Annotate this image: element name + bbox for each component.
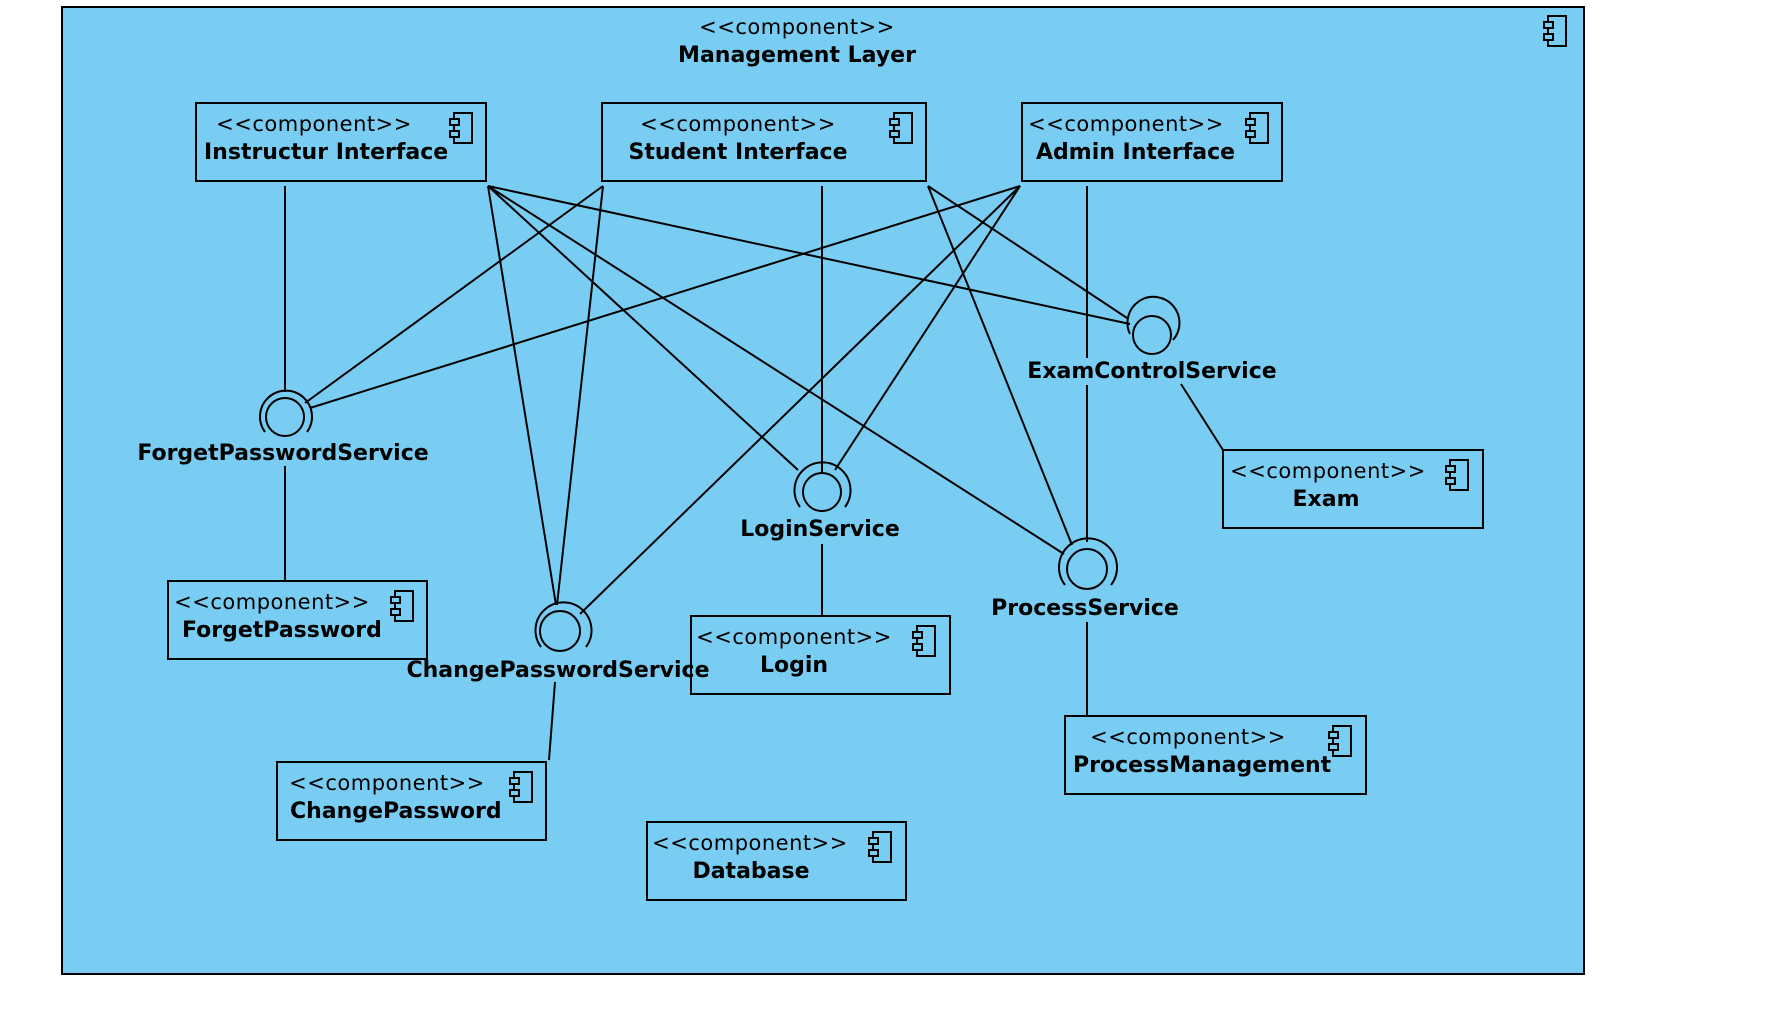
interface-student[interactable]: <<component>> Student Interface [601, 102, 927, 182]
socket-icon [534, 601, 593, 648]
component-icon [1543, 15, 1567, 47]
component-stereotype: <<component>> [640, 112, 836, 136]
component-box [1021, 102, 1283, 182]
connector-student-forgetpassword [304, 185, 604, 404]
component-login[interactable]: <<component>> Login [690, 615, 951, 695]
component-stereotype: <<component>> [289, 771, 485, 795]
lollipop-interface-icon [802, 472, 842, 512]
component-stereotype: <<component>> [216, 112, 412, 136]
component-icon [390, 590, 414, 622]
lollipop-interface-icon [539, 610, 581, 652]
interface-forget-password-service[interactable]: ForgetPasswordService [137, 389, 429, 466]
component-process-management[interactable]: <<component>> ProcessManagement [1064, 715, 1367, 795]
socket-icon [1126, 295, 1181, 341]
lollipop-interface-icon [1066, 548, 1108, 590]
connector-instructor-examcontrol [487, 185, 1131, 325]
connector-student-process [927, 185, 1073, 546]
socket-icon [259, 389, 313, 433]
socket-icon [793, 461, 852, 508]
component-icon [1328, 725, 1352, 757]
component-stereotype: <<component>> [652, 831, 848, 855]
interface-instructor[interactable]: <<component>> Instructur Interface [195, 102, 487, 182]
component-stereotype: <<component>> [1090, 725, 1286, 749]
component-stereotype: <<component>> [1230, 459, 1426, 483]
component-database[interactable]: <<component>> Database [646, 821, 907, 901]
connectors [284, 185, 1224, 761]
component-box [1064, 715, 1367, 795]
component-icon [889, 112, 913, 144]
component-exam[interactable]: <<component>> Exam [1222, 449, 1484, 529]
component-name: Login [760, 653, 828, 678]
component-name: ChangePassword [290, 799, 502, 824]
connector-student-examcontrol [927, 185, 1128, 319]
interface-name: LoginService [740, 517, 900, 542]
interface-change-password-service[interactable]: ChangePasswordService [406, 601, 710, 683]
component-change-password[interactable]: <<component>> ChangePassword [276, 761, 547, 841]
socket-icon [1058, 537, 1118, 586]
component-box [167, 580, 428, 660]
component-box [195, 102, 487, 182]
connector-admin-login [834, 185, 1021, 471]
lollipop-interface-icon [1132, 315, 1172, 355]
component-icon [912, 625, 936, 657]
component-box [601, 102, 927, 182]
component-icon [449, 112, 473, 144]
component-stereotype: <<component>> [174, 590, 370, 614]
component-name: ProcessManagement [1073, 753, 1332, 778]
component-name: Instructur Interface [204, 140, 448, 165]
component-name: Exam [1293, 487, 1360, 512]
connector-examcontrol-component [1180, 383, 1224, 451]
component-stereotype: <<component>> [1028, 112, 1224, 136]
component-icon [1245, 112, 1269, 144]
component-forget-password[interactable]: <<component>> ForgetPassword [167, 580, 428, 660]
component-icon [509, 771, 533, 803]
interface-name: ProcessService [991, 596, 1179, 621]
component-box [646, 821, 907, 901]
interface-process-service[interactable]: ProcessService [991, 537, 1179, 621]
component-box [1222, 449, 1484, 529]
component-icon [1445, 459, 1469, 491]
connector-admin-forgetpassword [309, 185, 1021, 409]
container-stereotype: <<component>> [699, 15, 895, 39]
interface-exam-control-service[interactable]: ExamControlService [1027, 295, 1277, 384]
interface-login-service[interactable]: LoginService [740, 461, 900, 542]
connector-student-changepassword [556, 185, 604, 606]
interface-name: ForgetPasswordService [137, 441, 428, 466]
component-name: Admin Interface [1036, 140, 1235, 165]
component-box [690, 615, 951, 695]
component-box [276, 761, 547, 841]
component-stereotype: <<component>> [696, 625, 892, 649]
lollipop-interface-icon [265, 397, 305, 437]
component-name: Student Interface [628, 140, 847, 165]
connector-changepassword-component [548, 681, 556, 761]
connector-admin-changepassword [579, 185, 1021, 615]
connector-instructor-process [487, 185, 1065, 555]
interface-admin[interactable]: <<component>> Admin Interface [1021, 102, 1283, 182]
interface-name: ChangePasswordService [406, 658, 709, 683]
connector-instructor-changepassword [487, 185, 557, 606]
component-name: Database [692, 859, 809, 884]
interface-name: ExamControlService [1027, 359, 1276, 384]
component-icon [868, 831, 892, 863]
component-name: ForgetPassword [182, 618, 382, 643]
container-title: Management Layer [678, 43, 916, 68]
